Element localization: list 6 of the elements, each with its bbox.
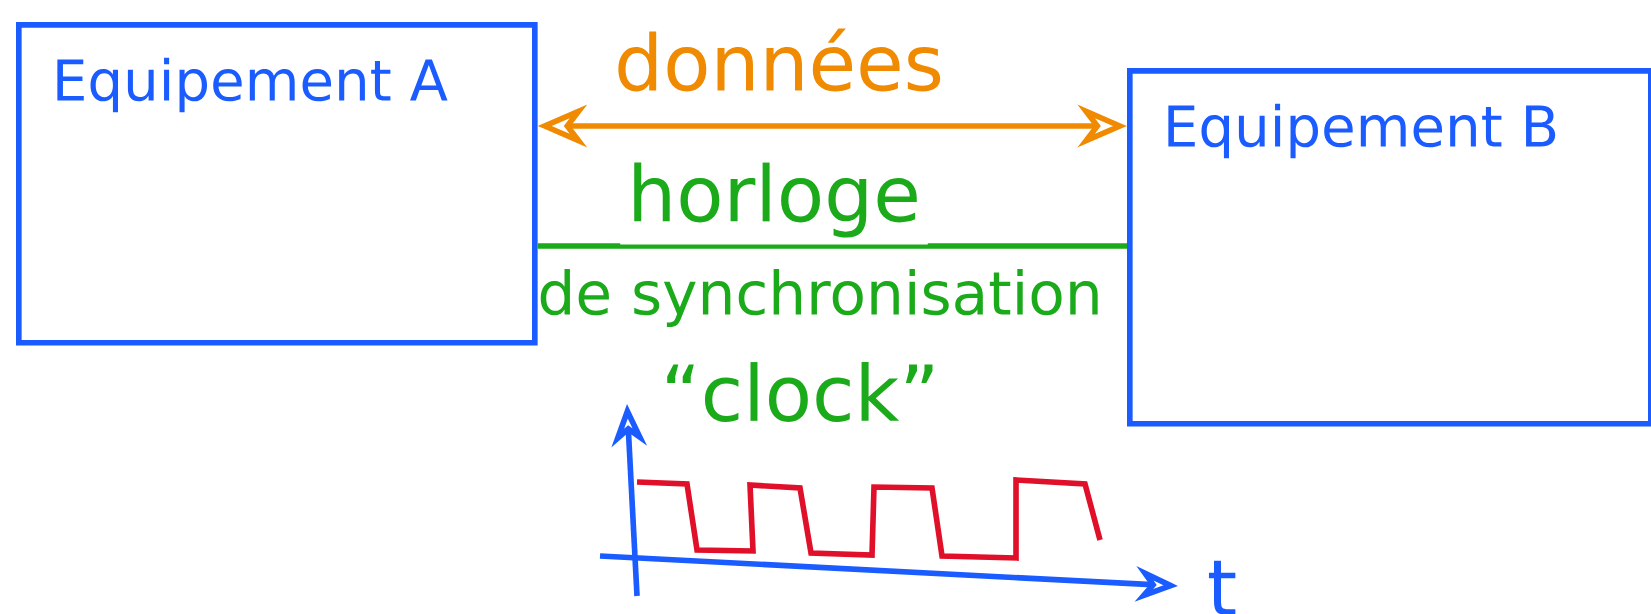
edge-label: données xyxy=(618,28,941,92)
signal-caption: “clock” xyxy=(667,362,933,422)
equipment-box: Equipement B xyxy=(1127,68,1651,427)
edge-label: horloge xyxy=(634,162,917,238)
equipment-box: Equipement A xyxy=(16,22,538,346)
signal-caption: de synchronisation xyxy=(540,269,1098,327)
